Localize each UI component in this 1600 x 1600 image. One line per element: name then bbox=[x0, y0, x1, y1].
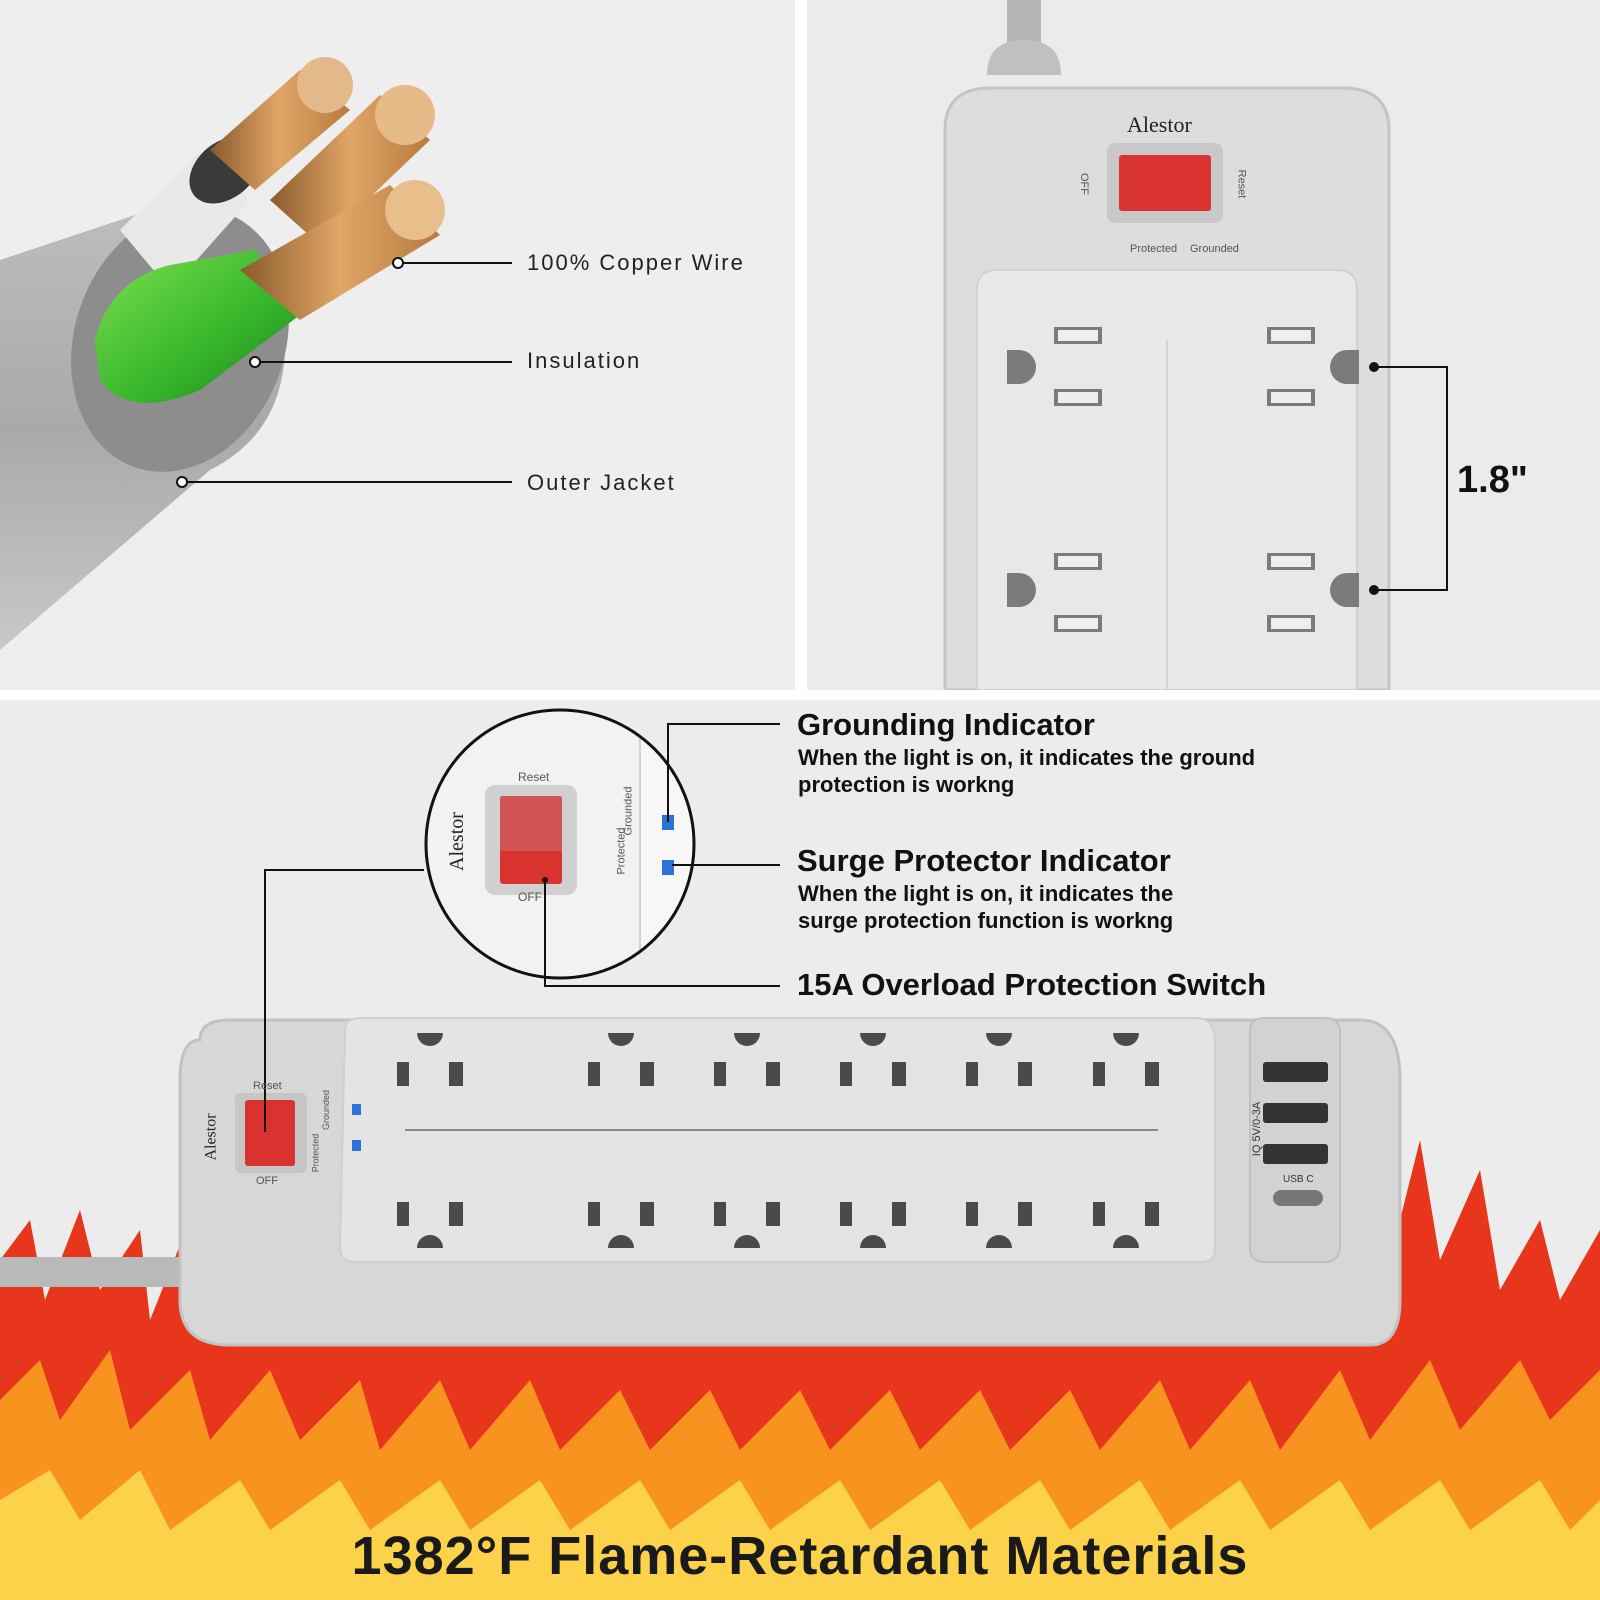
outlet-bottom-slot-left-5 bbox=[966, 1202, 978, 1226]
outlet-top-slot-right-3 bbox=[766, 1062, 780, 1086]
grounding-indicator-title: Grounding Indicator bbox=[797, 707, 1095, 742]
strip-brand-logo-small: Alestor bbox=[202, 1113, 220, 1161]
strip-reset-label: Reset bbox=[253, 1080, 282, 1092]
usb-c-port bbox=[1273, 1190, 1323, 1206]
zoom-off-label: OFF bbox=[518, 890, 542, 904]
outlet-top-slot-left-4 bbox=[840, 1062, 852, 1086]
outlet-bottom-ground-4 bbox=[860, 1235, 886, 1248]
outlet-top-slot-left-5 bbox=[966, 1062, 978, 1086]
outlet-top-ground-5 bbox=[986, 1033, 1012, 1046]
outlet-bottom-slot-left-2 bbox=[588, 1202, 600, 1226]
strip-top-panel: Alestor OFF Reset Protected Grounded 1.8… bbox=[807, 0, 1600, 690]
green-insulation bbox=[95, 250, 300, 403]
outlet-top-ground-6 bbox=[1113, 1033, 1139, 1046]
zoom-led-protected bbox=[662, 860, 674, 875]
outlet-bottom-slot-left-1 bbox=[397, 1202, 409, 1226]
outlet-top-slot-left-2 bbox=[588, 1062, 600, 1086]
outlet-bottom-slot-right-4 bbox=[892, 1202, 906, 1226]
surge-indicator-title: Surge Protector Indicator bbox=[797, 843, 1171, 878]
overload-switch-title: 15A Overload Protection Switch bbox=[797, 967, 1267, 1002]
flame-retardant-title: 1382°F Flame-Retardant Materials bbox=[351, 1526, 1249, 1586]
switch-reset-label: Reset bbox=[1235, 169, 1248, 199]
outlet-top-slot-left-6 bbox=[1093, 1062, 1105, 1086]
zoom-grounded-label: Grounded bbox=[622, 786, 635, 836]
outlet-bottom-slot-left-3 bbox=[714, 1202, 726, 1226]
power-strip-illustration bbox=[943, 0, 1448, 690]
strip-off-label: OFF bbox=[256, 1175, 278, 1187]
outlet-top-slot-left-3 bbox=[714, 1062, 726, 1086]
cable-panel: 100% Copper Wire Insulation Outer Jacket bbox=[0, 0, 795, 690]
led-protected bbox=[352, 1140, 361, 1151]
zoom-callout bbox=[264, 708, 780, 1132]
usb-c-label: USB C bbox=[1283, 1174, 1314, 1185]
outer-jacket-label: Outer Jacket bbox=[527, 470, 676, 495]
power-switch bbox=[1119, 155, 1211, 211]
protected-label: Protected bbox=[1130, 243, 1178, 255]
outlet-bottom-ground-2 bbox=[608, 1235, 634, 1248]
usb-a-port-2 bbox=[1263, 1103, 1328, 1123]
surge-indicator-desc: When the light is on, it indicates the s… bbox=[798, 881, 1174, 933]
outlet-bottom-slot-left-6 bbox=[1093, 1202, 1105, 1226]
flame-illustration bbox=[0, 1017, 1600, 1600]
grounded-label: Grounded bbox=[1190, 243, 1239, 255]
outlet-top-slot-left-1 bbox=[397, 1062, 409, 1086]
outlet-bottom-slot-right-1 bbox=[449, 1202, 463, 1226]
outlet-bottom-slot-left-4 bbox=[840, 1202, 852, 1226]
features-panel: Reset OFF Protected Grounded Alestor Gro… bbox=[0, 700, 1600, 1600]
outlet-top-ground-2 bbox=[608, 1033, 634, 1046]
outlet-top-ground-1 bbox=[417, 1033, 443, 1046]
outlet-spacing-label: 1.8" bbox=[1457, 459, 1528, 501]
strip-power-switch bbox=[245, 1100, 295, 1166]
outlet-top-slot-right-6 bbox=[1145, 1062, 1159, 1086]
led-grounded bbox=[352, 1104, 361, 1115]
zoom-led-grounded bbox=[662, 815, 674, 830]
outlet-top-ground-3 bbox=[734, 1033, 760, 1046]
switch-off-label: OFF bbox=[1078, 173, 1090, 195]
usb-a-port-3 bbox=[1263, 1144, 1328, 1164]
outlet-top-slot-right-1 bbox=[449, 1062, 463, 1086]
usb-a-port-1 bbox=[1263, 1062, 1328, 1082]
outlet-top-slot-right-5 bbox=[1018, 1062, 1032, 1086]
strip-brand-logo: Alestor bbox=[1127, 112, 1192, 137]
outlet-top-slot-right-4 bbox=[892, 1062, 906, 1086]
usb-rating-label: IQ 5V/0-3A bbox=[1251, 1101, 1264, 1157]
outlet-bottom-slot-right-3 bbox=[766, 1202, 780, 1226]
outlet-bottom-slot-right-5 bbox=[1018, 1202, 1032, 1226]
copper-wire-label: 100% Copper Wire bbox=[527, 250, 745, 275]
zoom-brand-logo: Alestor bbox=[445, 812, 468, 871]
zoom-reset-label: Reset bbox=[518, 770, 550, 784]
zoom-switch bbox=[500, 796, 562, 884]
insulation-label: Insulation bbox=[527, 348, 642, 373]
outlet-top-slot-right-2 bbox=[640, 1062, 654, 1086]
outlet-bottom-ground-1 bbox=[417, 1235, 443, 1248]
outlet-top-ground-4 bbox=[860, 1033, 886, 1046]
outlet-bottom-slot-right-2 bbox=[640, 1202, 654, 1226]
outlet-bottom-ground-3 bbox=[734, 1235, 760, 1248]
strip-grounded-label: Grounded bbox=[321, 1089, 332, 1131]
outlet-bottom-slot-right-6 bbox=[1145, 1202, 1159, 1226]
outlet-bottom-ground-6 bbox=[1113, 1235, 1139, 1248]
copper-cable-illustration bbox=[0, 57, 512, 651]
strip-protected-label: Protected bbox=[310, 1133, 321, 1173]
outlet-grid bbox=[397, 1033, 1159, 1248]
outlet-bottom-ground-5 bbox=[986, 1235, 1012, 1248]
grounding-indicator-desc: When the light is on, it indicates the g… bbox=[798, 745, 1256, 797]
